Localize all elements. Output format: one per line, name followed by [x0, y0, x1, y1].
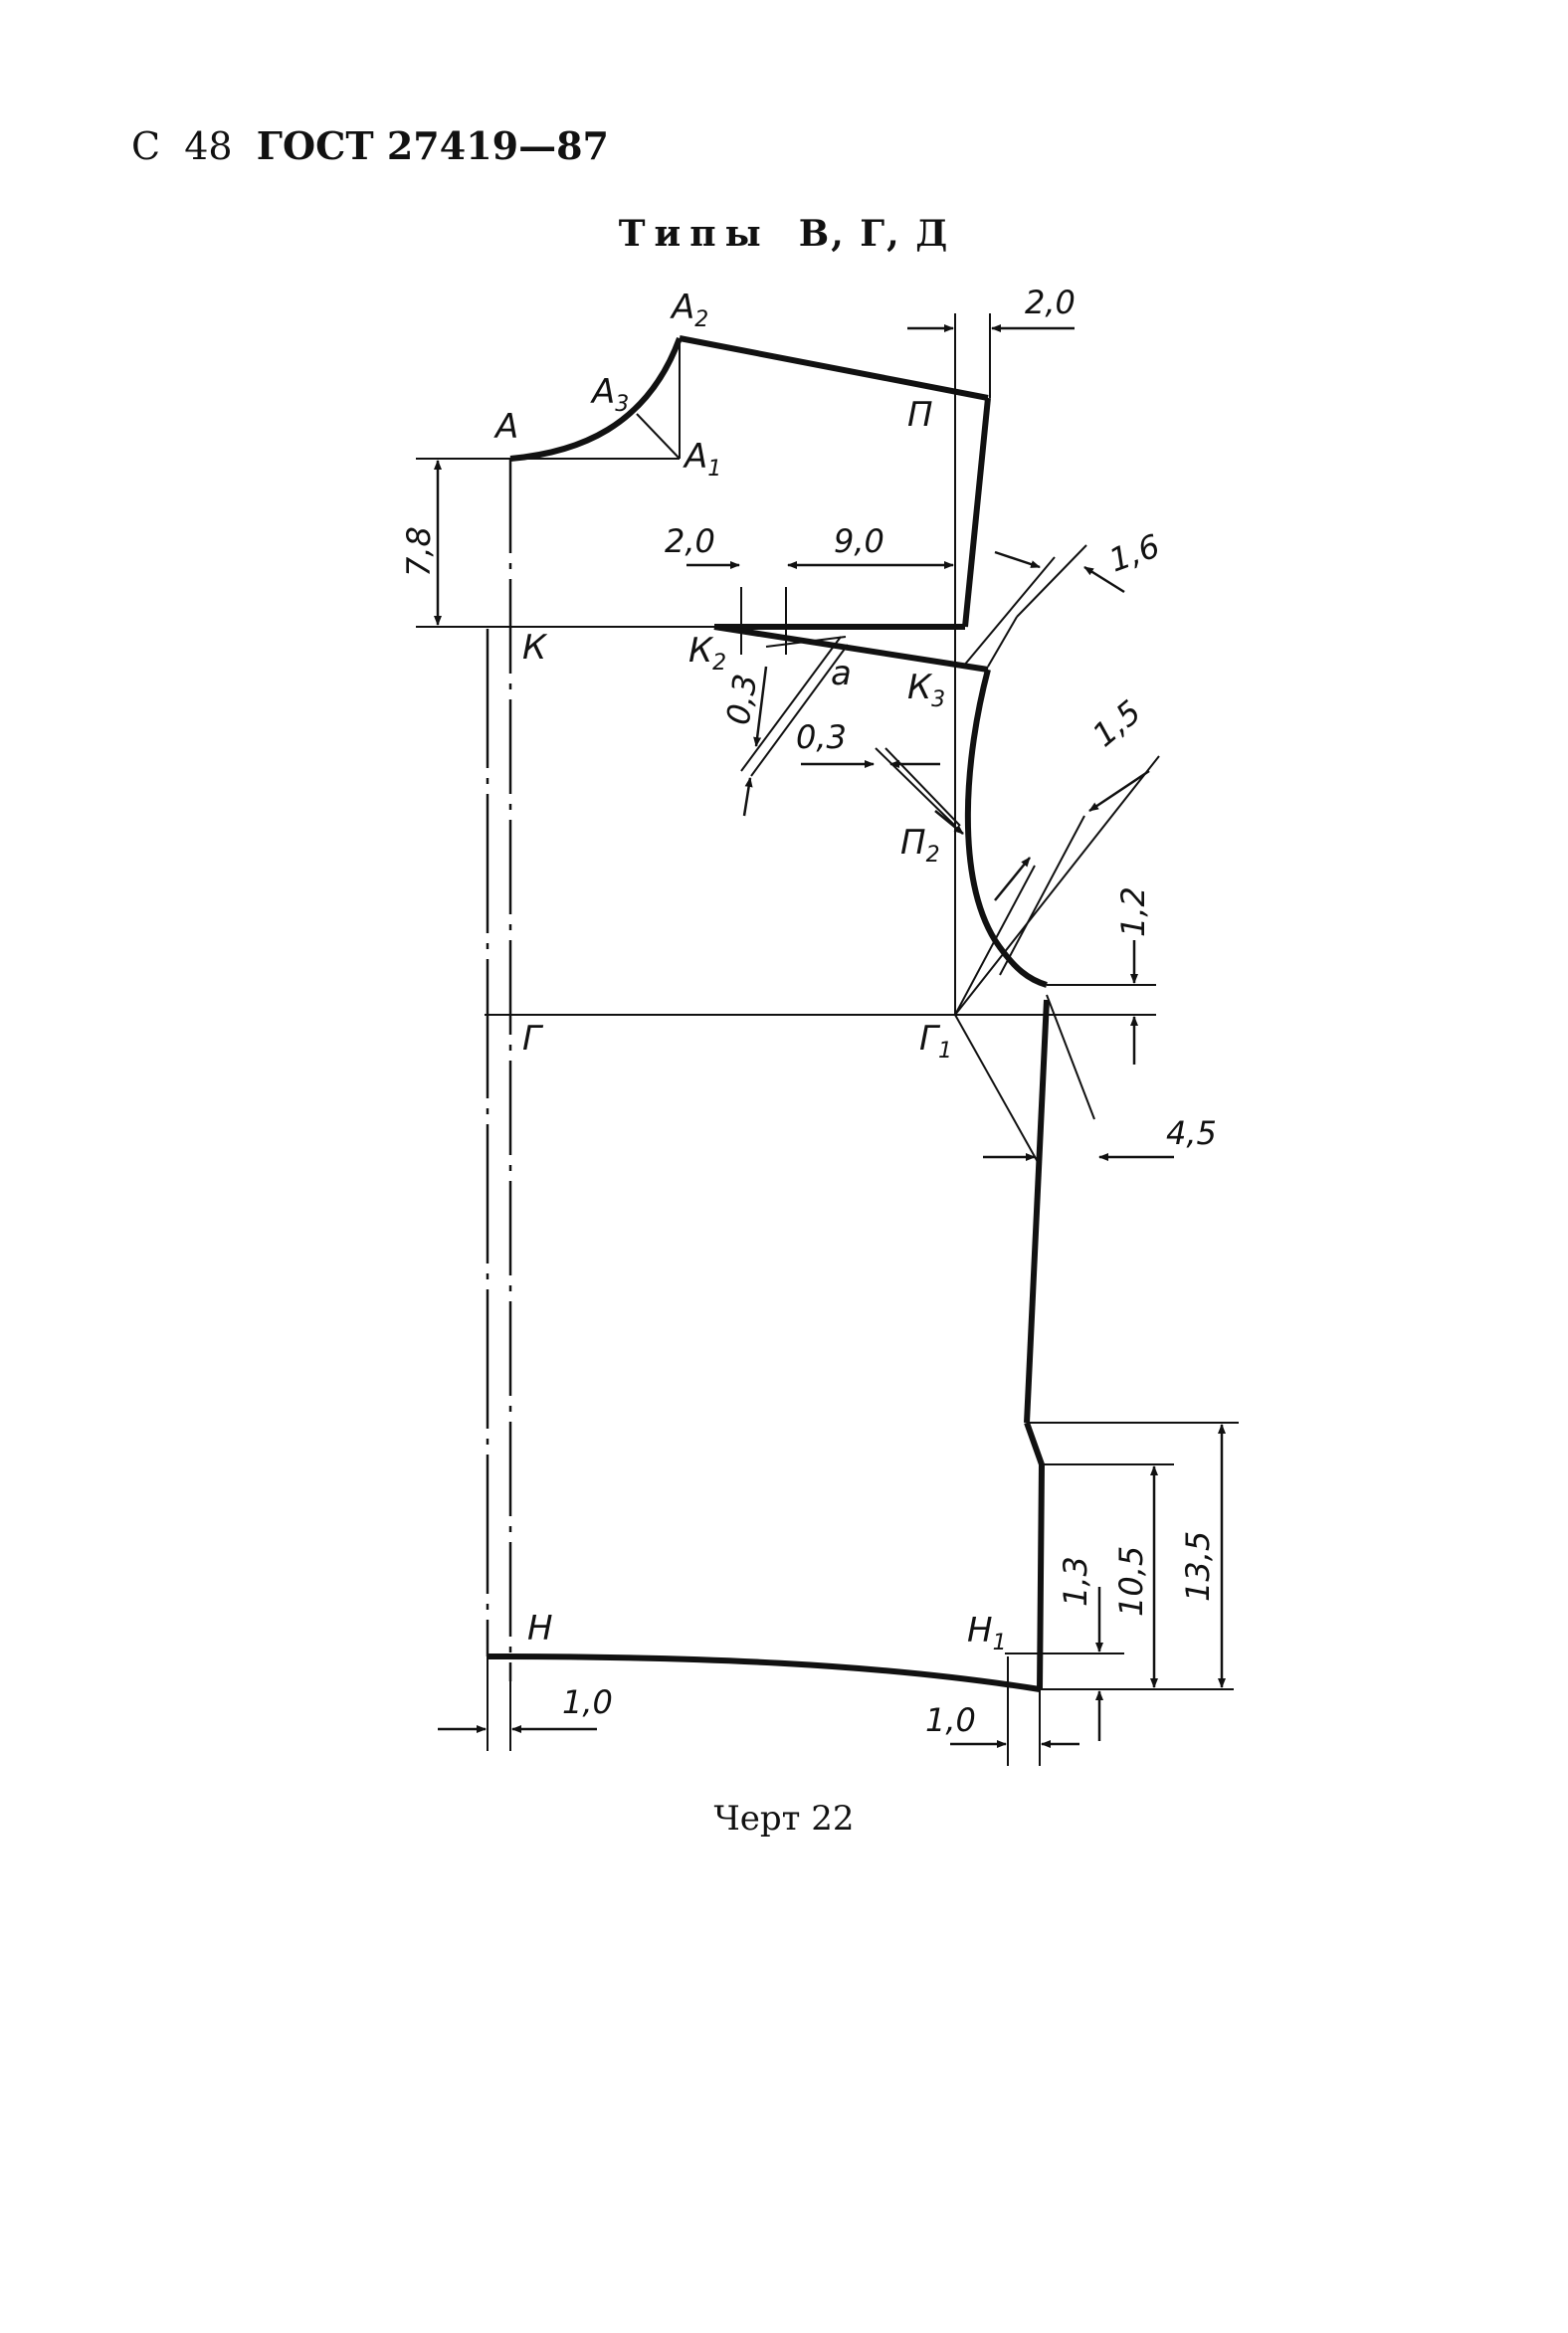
- page-letter: С: [131, 124, 161, 168]
- value-1-0-right: 1,0: [925, 1701, 976, 1739]
- side-seam: [1024, 999, 1050, 1424]
- label-g1: Г1: [919, 1019, 952, 1064]
- dim-1-6-right: [1083, 565, 1125, 594]
- label-k2: К2: [688, 631, 726, 676]
- hatch-0-3-b-2: [884, 747, 961, 827]
- line-a3-a1: [636, 413, 681, 460]
- diag-curve-chord: [999, 815, 1085, 976]
- shoulder-line: [679, 335, 989, 401]
- title-types: В, Г, Д: [798, 213, 950, 255]
- dart-lower-edge: [713, 624, 989, 673]
- dim-1-6-left: [994, 550, 1041, 569]
- armhole-curve: [964, 669, 1048, 988]
- label-p2: П2: [900, 823, 940, 868]
- dimension-values: 2,0 7,8 2,0 9,0 1,6 0,3 0,3 1,5 1,2 4,5 …: [400, 284, 1217, 1739]
- label-p: П: [907, 395, 933, 435]
- value-1-6: 1,6: [1104, 526, 1165, 579]
- value-0-3-b: 0,3: [796, 718, 847, 756]
- value-1-5: 1,5: [1085, 692, 1148, 754]
- ext-1-6-upper: [1016, 544, 1087, 618]
- dim-1-5-lower: [994, 857, 1031, 901]
- label-g: Г: [522, 1019, 544, 1059]
- diag-g1-upper: [954, 755, 1160, 1016]
- drawing-caption: Черт 22: [713, 1799, 855, 1839]
- page-header: С 48 ГОСТ 27419—87: [131, 123, 609, 168]
- label-k: К: [522, 628, 548, 668]
- ext-1-6-lower: [962, 556, 1056, 668]
- label-a1: А1: [683, 437, 721, 482]
- label-a3: А3: [590, 372, 629, 417]
- hatch-0-3-b-1: [875, 747, 956, 827]
- neckline-curve: [509, 336, 683, 462]
- hem-line: [487, 1653, 1041, 1692]
- label-n: Н: [527, 1609, 553, 1649]
- armhole-upper: [962, 397, 991, 628]
- side-seam-lower: [1024, 1421, 1045, 1690]
- dim-p2-arrow: [934, 810, 964, 835]
- value-10-5: 10,5: [1112, 1546, 1150, 1617]
- hatch-0-3-a-2: [750, 644, 849, 777]
- dim-1-5-upper: [1088, 769, 1150, 813]
- diag-g1-down: [954, 1014, 1039, 1163]
- value-1-2: 1,2: [1114, 886, 1152, 937]
- hatch-0-3-a-1: [740, 636, 842, 772]
- value-0-3-a: 0,3: [718, 672, 764, 728]
- page-number: 48: [184, 124, 233, 168]
- value-1-3: 1,3: [1057, 1556, 1094, 1607]
- standard-code: ГОСТ 27419—87: [256, 123, 609, 168]
- value-4-5: 4,5: [1166, 1114, 1217, 1152]
- value-2-0-mid: 2,0: [665, 522, 715, 560]
- value-2-0-top: 2,0: [1025, 284, 1076, 321]
- construction-lines: [416, 313, 1239, 1766]
- value-13-5: 13,5: [1179, 1531, 1217, 1602]
- ext-1-6-join: [987, 616, 1018, 668]
- value-1-0-left: 1,0: [562, 1683, 613, 1721]
- centre-lines: [486, 459, 512, 1681]
- diag-side-ext: [1046, 994, 1095, 1120]
- title-prefix: Типы: [618, 213, 770, 255]
- drawing-title: Типы В, Г, Д: [0, 213, 1568, 255]
- dim-0-3-a-down: [753, 666, 768, 747]
- value-9-0: 9,0: [834, 522, 884, 560]
- value-7-8: 7,8: [400, 526, 438, 577]
- label-a-point: а: [831, 654, 852, 693]
- label-k3: К3: [907, 668, 945, 712]
- point-labels: А А1 А2 А3 П П2 К К2 К3 а Г Г1 Н Н1: [493, 288, 1007, 1655]
- dim-0-3-a-up: [742, 777, 753, 817]
- label-n1: Н1: [967, 1611, 1007, 1655]
- dimension-lines: [434, 324, 1226, 1748]
- label-a: А: [493, 407, 518, 447]
- label-a2: А2: [670, 288, 708, 332]
- pattern-contour: [487, 335, 1050, 1692]
